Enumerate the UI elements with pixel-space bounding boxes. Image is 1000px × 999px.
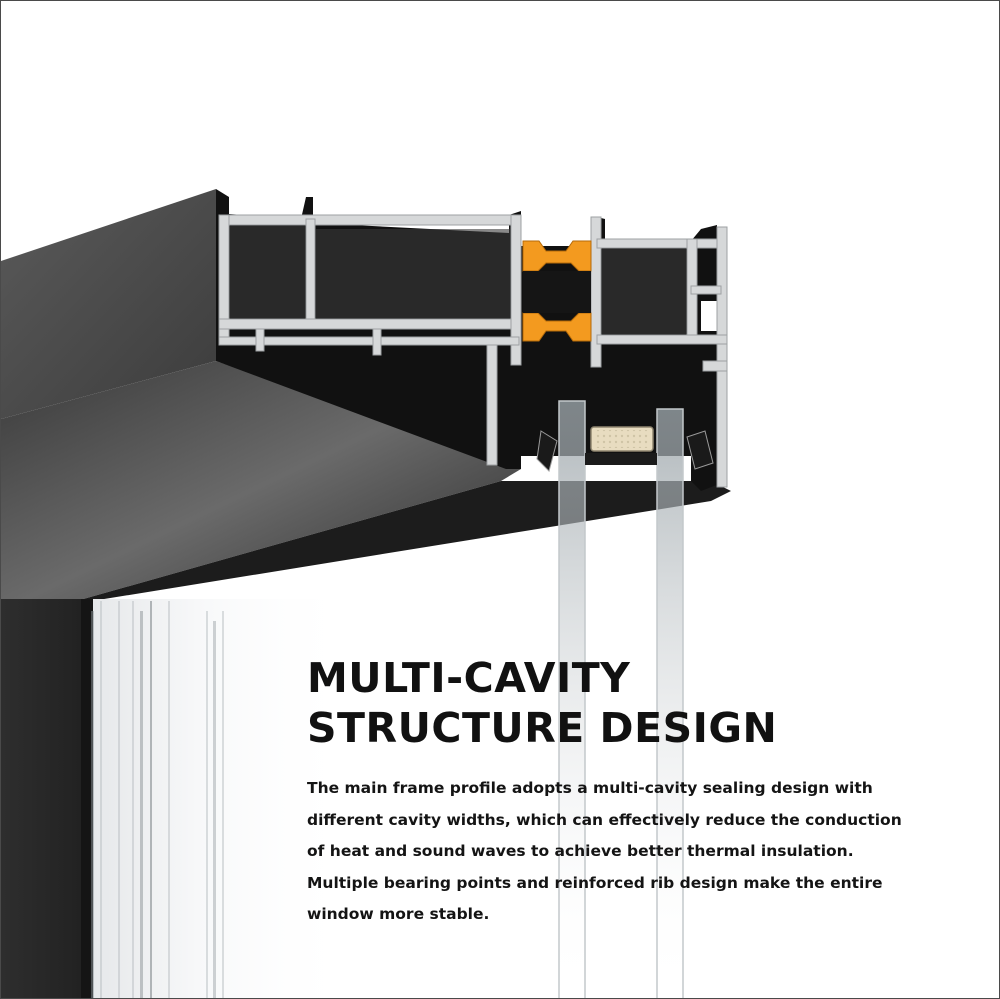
headline-line-1: MULTI-CAVITY [307,654,631,702]
feature-description: The main frame profile adopts a multi-ca… [307,773,907,931]
thermal-break-strip [522,240,592,342]
glass-edge-lines [100,601,224,998]
description-line: The main frame profile adopts a multi-ca… [307,779,873,797]
description-line: of heat and sound waves to achieve bette… [307,842,854,860]
description-line: window more stable. [307,905,490,923]
description-line: Multiple bearing points and reinforced r… [307,873,883,892]
profile-cross-section [216,189,728,491]
glazing-gasket-left [536,430,558,472]
insulating-glass-section [536,400,714,998]
section-headline: MULTI-CAVITY STRUCTURE DESIGN [307,653,777,753]
glazing-gasket-right [686,430,714,470]
spacer-bar-dots [91,611,216,998]
description-line: different cavity widths, which can effec… [307,810,902,829]
window-jamb [1,599,81,998]
headline-line-2: STRUCTURE DESIGN [307,704,778,752]
frame-top-surface [1,189,216,419]
